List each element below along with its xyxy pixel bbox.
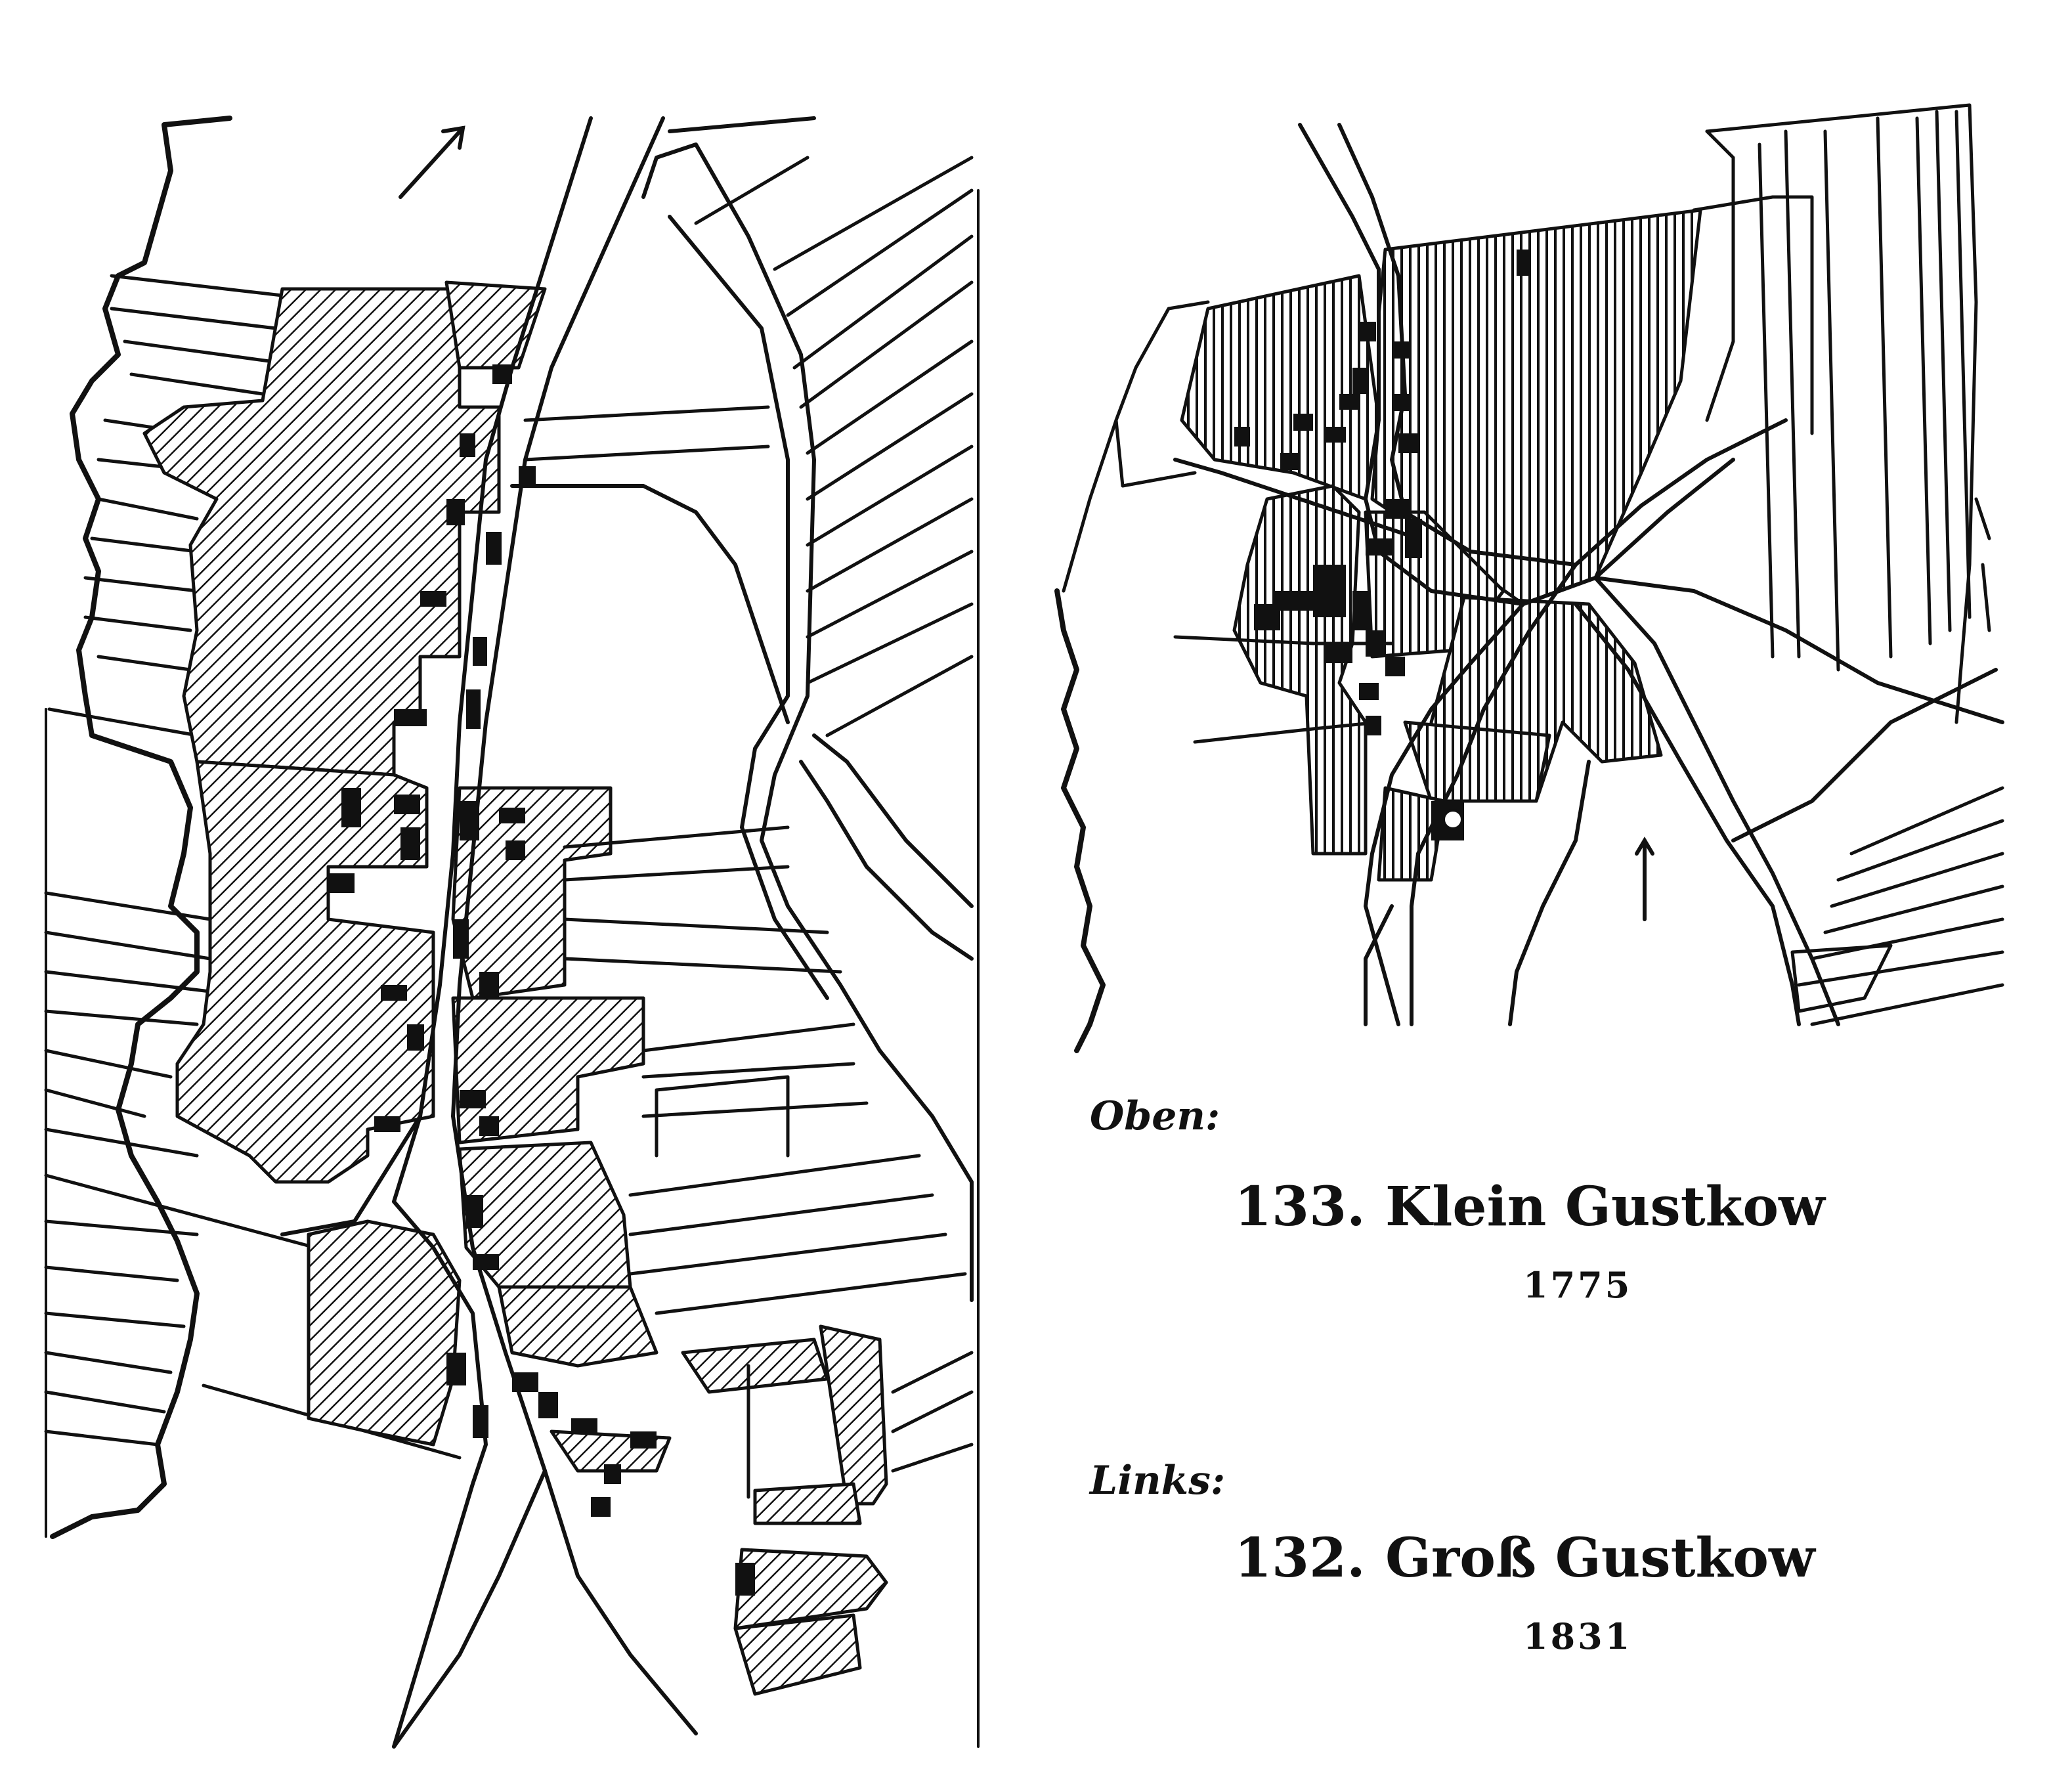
field-lines-klein bbox=[1062, 103, 2004, 1026]
roads-east bbox=[510, 116, 974, 1302]
caption-top-number: 133. bbox=[1234, 1175, 1366, 1238]
buildings-gross bbox=[328, 364, 755, 1596]
church-icon bbox=[1442, 809, 1463, 830]
caption-left-year: 1831 bbox=[1523, 1615, 1633, 1657]
stream-klein bbox=[1054, 588, 1106, 1053]
map-gross-gustkow bbox=[44, 116, 980, 1749]
north-arrow-icon bbox=[1635, 837, 1654, 921]
caption-top-label: Oben: bbox=[1090, 1093, 1220, 1139]
map-frame-gross bbox=[45, 189, 980, 1748]
village-street bbox=[280, 116, 698, 1749]
field-strips-east bbox=[523, 156, 974, 1499]
field-strips-west bbox=[44, 274, 462, 1460]
caption-left-name: Groß Gustkow bbox=[1385, 1527, 1815, 1590]
stream-west bbox=[50, 116, 232, 1539]
caption-top-name: Klein Gustkow bbox=[1385, 1175, 1825, 1238]
caption-left-number: 132. bbox=[1234, 1527, 1366, 1590]
map-klein-gustkow bbox=[1054, 103, 2004, 1053]
north-arrow-icon bbox=[399, 125, 465, 199]
caption-top-year: 1775 bbox=[1523, 1264, 1633, 1306]
caption-left-label: Links: bbox=[1090, 1458, 1226, 1504]
buildings-klein bbox=[1234, 250, 1530, 840]
hatched-parcels-west bbox=[142, 280, 888, 1696]
striped-parcels bbox=[1180, 208, 1702, 882]
